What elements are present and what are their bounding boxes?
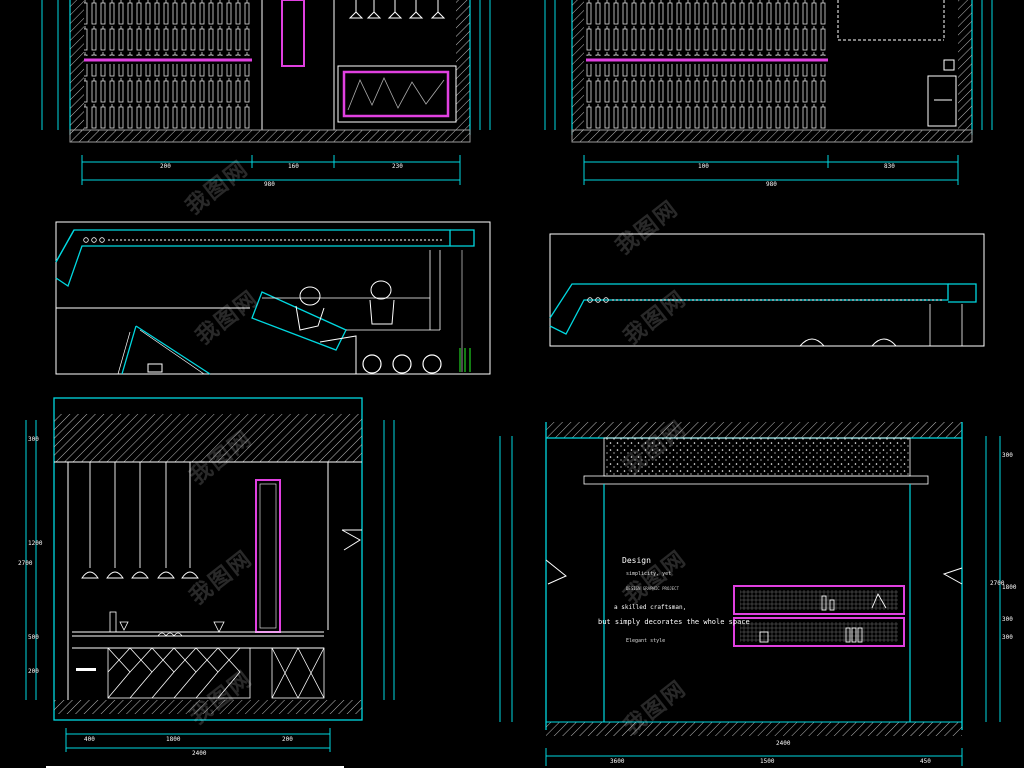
- dim-elev2-2: 830: [884, 163, 895, 170]
- dim-elev3-left-3: 500: [28, 634, 39, 641]
- dim-elev4-2: 1500: [760, 758, 775, 765]
- dim-elev3-left-2: 1200: [28, 540, 43, 547]
- watermark-2: 我图网: [611, 195, 684, 260]
- dim-elev4-1: 3600: [610, 758, 625, 765]
- dim-elev3-left-total: 2700: [18, 560, 33, 567]
- dim-elev1-2: 160: [288, 163, 299, 170]
- dim-elev3-left-4: 200: [28, 668, 39, 675]
- dim-elev1-3: 230: [392, 163, 403, 170]
- watermark-9: 我图网: [185, 665, 258, 730]
- watermark-5: 我图网: [185, 425, 258, 490]
- dim-elev1-total: 980: [264, 181, 275, 188]
- dim-elev4-right-1: 300: [1002, 452, 1013, 459]
- watermark-3: 我图网: [191, 285, 264, 350]
- dim-elev4-right-total: 2700: [990, 580, 1005, 587]
- elevation-2: [544, 0, 993, 185]
- elevation-4: [499, 422, 1001, 766]
- dim-elev4-right-4: 300: [1002, 634, 1013, 641]
- dim-elev2-1: 100: [698, 163, 709, 170]
- dim-elev4-total: 2400: [776, 740, 791, 747]
- elev4-text-line4: a skilled craftsman,: [614, 604, 687, 611]
- dim-elev4-right-2: 1800: [1002, 584, 1017, 591]
- dim-elev4-right-3: 300: [1002, 616, 1013, 623]
- watermark-8: 我图网: [619, 545, 692, 610]
- section-a: [55, 221, 491, 375]
- elev4-text-line3: DESIGN GRAPHIC PROJECT: [626, 586, 679, 591]
- dim-elev3-3: 200: [282, 736, 293, 743]
- dim-elev3-total: 2400: [192, 750, 207, 757]
- watermark-10: 我图网: [619, 675, 692, 740]
- elev4-text-line1: Design: [622, 556, 651, 565]
- elev4-text-line5: but simply decorates the whole space: [598, 618, 750, 626]
- dim-elev3-left-1: 300: [28, 436, 39, 443]
- dim-elev2-total: 980: [766, 181, 777, 188]
- elevation-3: [25, 397, 395, 768]
- elev4-text-line2: simplicity, yet: [626, 571, 672, 577]
- watermark-1: 我图网: [181, 155, 254, 220]
- section-b: [549, 233, 985, 347]
- dim-elev4-3: 450: [920, 758, 931, 765]
- dim-elev1-1: 200: [160, 163, 171, 170]
- elevation-1: [41, 0, 491, 185]
- watermark-7: 我图网: [185, 545, 258, 610]
- dim-elev3-2: 1800: [166, 736, 181, 743]
- watermark-4: 我图网: [619, 285, 692, 350]
- elev4-text-line6: Elegant style: [626, 638, 666, 644]
- watermark-6: 我图网: [619, 415, 692, 480]
- dim-elev3-1: 400: [84, 736, 95, 743]
